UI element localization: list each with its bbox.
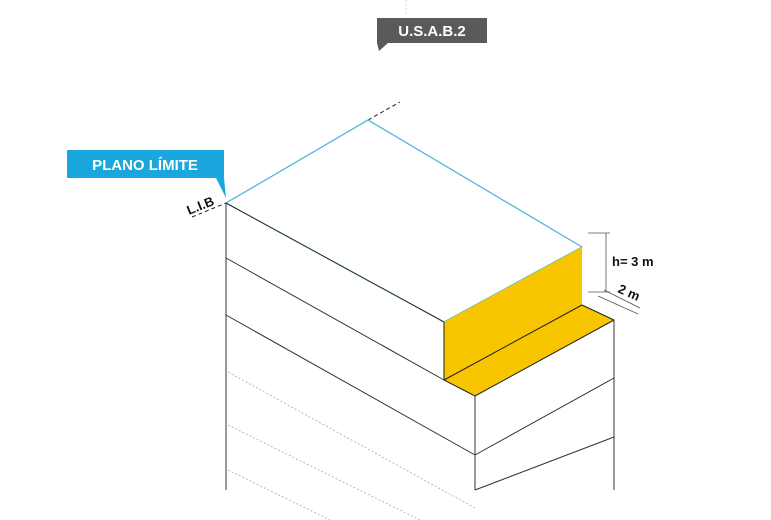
floor-line-2: [225, 314, 476, 456]
setback-top-face: [444, 305, 614, 396]
lib-label: L.I.B: [185, 193, 217, 217]
setback-front-face: [444, 247, 582, 380]
wall-top-edge: [225, 202, 445, 323]
usab-tag-label: U.S.A.B.2: [398, 23, 466, 40]
usab-tag-pointer: [377, 43, 388, 51]
plano-limite-tag-label: PLANO LÍMITE: [92, 157, 198, 174]
usab-tag: U.S.A.B.2: [377, 18, 487, 51]
top-dashed-tick: [367, 101, 401, 121]
usab-tag-box: [377, 18, 487, 43]
plano-limite-tag-box: [67, 150, 224, 178]
right-floor-line-1: [474, 377, 615, 456]
height-dimension: [588, 232, 610, 293]
plano-limite-tag-pointer: [216, 178, 226, 198]
height-label: h= 3 m: [612, 254, 654, 269]
setback-dimension: [597, 289, 641, 315]
lower-floor-lines: [227, 371, 476, 520]
setback-label: 2 m: [616, 281, 643, 304]
right-floor-line-2: [474, 436, 615, 491]
building-body: [225, 202, 615, 491]
setback-edges: [443, 304, 615, 397]
floor-line-1: [225, 257, 445, 381]
plano-limite-tag: PLANO LÍMITE: [67, 150, 226, 198]
lib-dashed-tick: [191, 202, 227, 218]
